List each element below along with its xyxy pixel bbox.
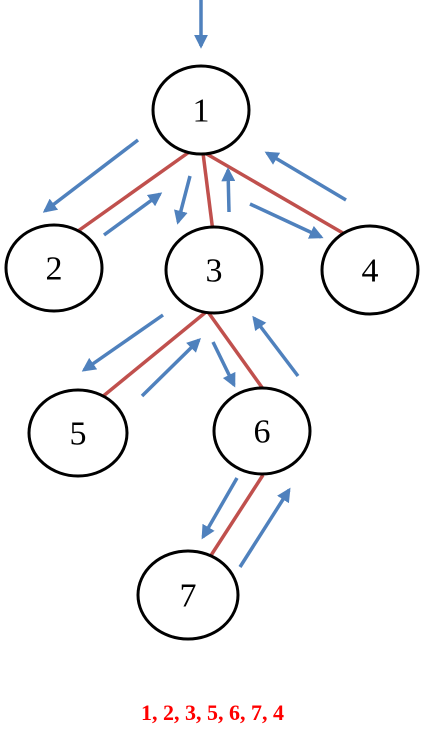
tree-node-3: 3 <box>164 225 264 315</box>
node-label-7: 7 <box>180 578 197 615</box>
traversal-arrow-6-to-3-up <box>252 315 300 378</box>
tree-node-6: 6 <box>212 386 312 476</box>
node-label-6: 6 <box>254 414 271 451</box>
node-label-3: 3 <box>206 253 223 290</box>
tree-node-4: 4 <box>320 224 420 316</box>
tree-node-1: 1 <box>151 64 251 156</box>
traversal-arrow-5-to-3-up <box>140 338 201 398</box>
node-circle-1 <box>151 64 251 156</box>
node-label-5: 5 <box>70 416 87 453</box>
traversal-order-text: 1, 2, 3, 5, 6, 7, 4 <box>141 700 284 725</box>
tree-edge-6-7 <box>206 474 265 561</box>
tree-diagram: 1 2 3 4 5 6 7 <box>4 0 420 641</box>
traversal-arrow-1-to-2-down <box>42 138 140 213</box>
node-circle-3 <box>164 225 264 315</box>
traversal-arrow-3-to-6-down <box>211 341 236 388</box>
tree-edge-3-5 <box>94 310 208 404</box>
traversal-arrow-1-to-3-down <box>174 175 192 225</box>
node-label-2: 2 <box>46 251 63 288</box>
traversal-arrow-6-to-7-down <box>201 477 239 540</box>
tree-edge-1-2 <box>69 148 194 238</box>
traversal-arrow-2-to-1-up <box>102 192 163 237</box>
tree-node-7: 7 <box>136 549 240 641</box>
traversal-arrow-1-to-4-down <box>249 202 324 239</box>
traversal-arrow-4-to-1-up <box>264 151 347 202</box>
node-circle-4 <box>320 224 420 316</box>
node-label-1: 1 <box>193 93 210 130</box>
tree-node-5: 5 <box>27 388 129 478</box>
traversal-arrow-3-to-1-up <box>221 167 236 213</box>
node-circle-7 <box>136 549 240 641</box>
traversal-arrow-3-to-5-down <box>81 313 164 372</box>
node-circle-6 <box>212 386 312 476</box>
tree-node-2: 2 <box>4 223 104 313</box>
node-circle-5 <box>27 388 129 478</box>
node-label-4: 4 <box>362 253 379 290</box>
node-circle-2 <box>4 223 104 313</box>
tree-edge-3-6 <box>206 310 268 395</box>
traversal-arrow-7-to-6-up <box>238 487 291 568</box>
tree-edge-1-3 <box>201 152 215 233</box>
tree-edge-1-4 <box>204 151 349 238</box>
